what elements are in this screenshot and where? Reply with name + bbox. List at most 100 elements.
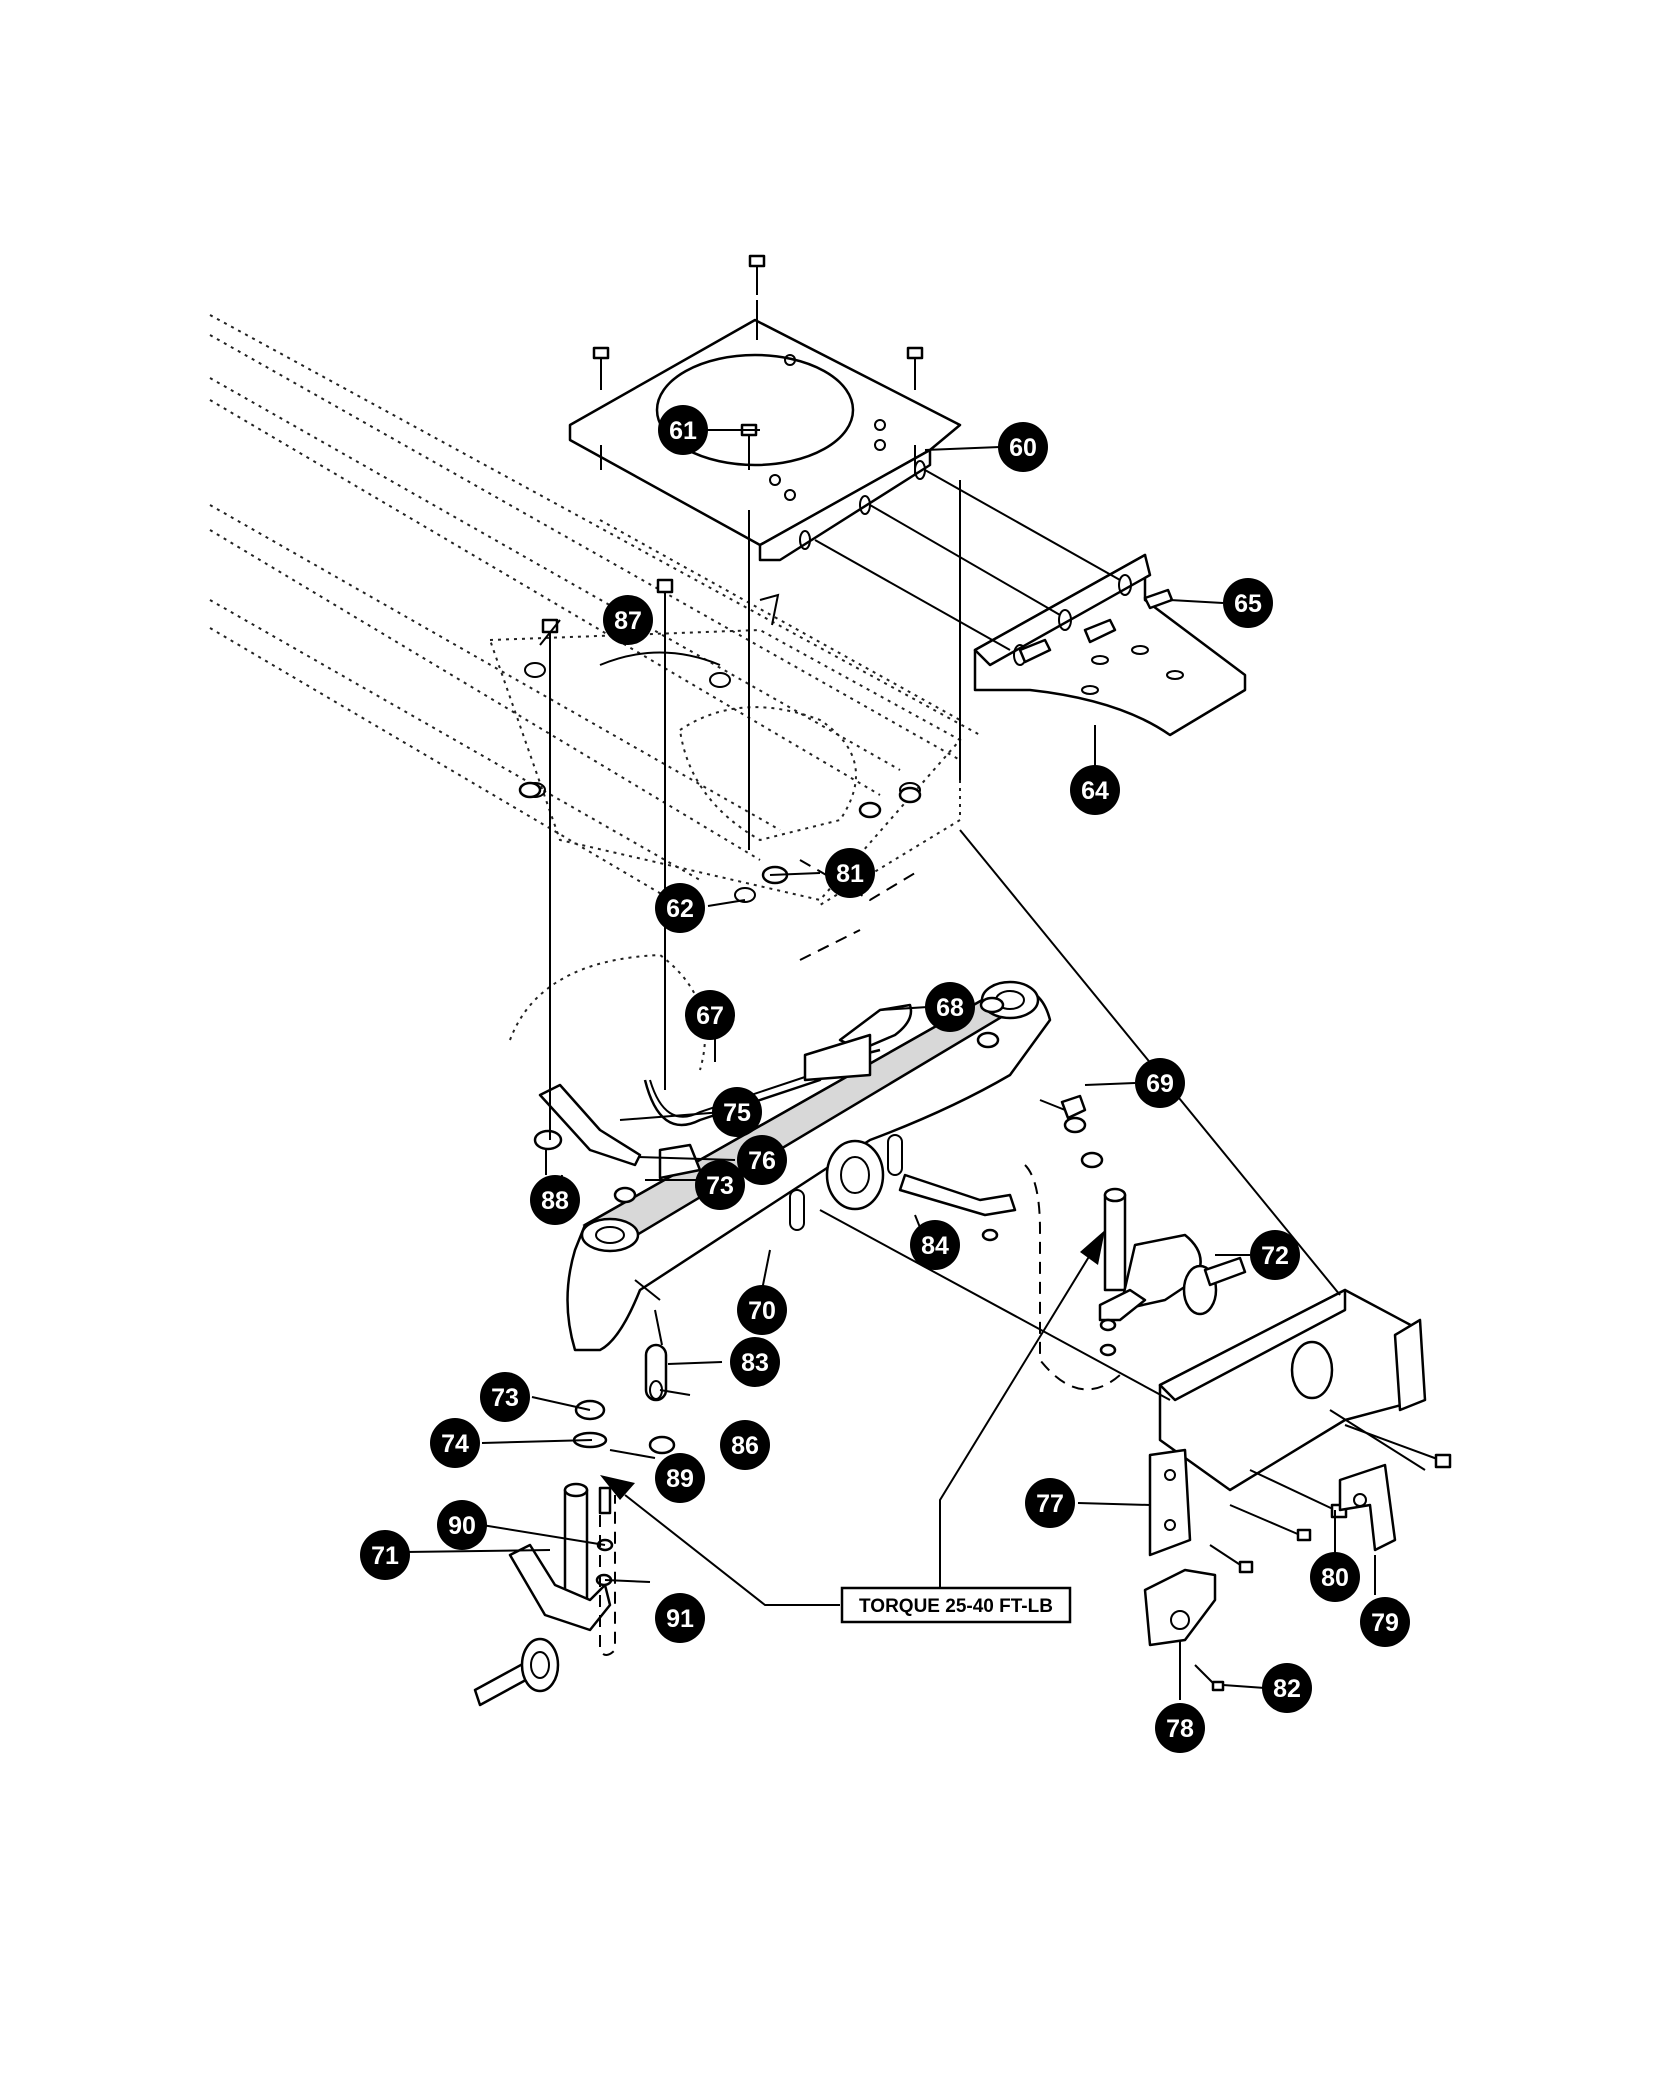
callout-78: 78 — [1155, 1703, 1205, 1753]
callout-73: 73 — [695, 1160, 745, 1210]
callout-bubble — [1223, 578, 1273, 628]
callout-number: 74 — [441, 1430, 469, 1458]
callout-bubble — [1360, 1597, 1410, 1647]
callout-67: 67 — [685, 990, 735, 1040]
tie-rods — [538, 1003, 1087, 1402]
callout-bubble — [430, 1418, 480, 1468]
callout-number: 88 — [541, 1187, 569, 1215]
callout-bubble — [1250, 1230, 1300, 1280]
callout-bubble — [1070, 765, 1120, 815]
callout-number: 73 — [706, 1172, 734, 1200]
tractor-frame-outline — [209, 314, 981, 1071]
callout-number: 75 — [723, 1099, 751, 1127]
callout-number: 62 — [666, 895, 694, 923]
callout-65: 65 — [1223, 578, 1273, 628]
callout-62: 62 — [655, 883, 705, 933]
callout-71: 71 — [360, 1530, 410, 1580]
callout-86: 86 — [720, 1420, 770, 1470]
callout-bubble — [658, 405, 708, 455]
callout-number: 69 — [1146, 1070, 1174, 1098]
callout-bubble — [695, 1160, 745, 1210]
callout-number: 70 — [748, 1297, 776, 1325]
callout-bubble — [1135, 1058, 1185, 1108]
callout-number: 68 — [936, 994, 964, 1022]
callout-87: 87 — [603, 595, 653, 645]
callout-68: 68 — [925, 982, 975, 1032]
callout-bubble — [730, 1337, 780, 1387]
callout-89: 89 — [655, 1453, 705, 1503]
callout-75: 75 — [712, 1087, 762, 1137]
callout-bubble — [685, 990, 735, 1040]
callout-number: 83 — [741, 1349, 769, 1377]
callout-88: 88 — [530, 1175, 580, 1225]
callout-bubble — [480, 1372, 530, 1422]
callout-number: 71 — [371, 1542, 399, 1570]
callout-72: 72 — [1250, 1230, 1300, 1280]
callout-number: 64 — [1081, 777, 1109, 805]
callout-number: 73 — [491, 1384, 519, 1412]
torque-label-box — [840, 1586, 1072, 1624]
callout-77: 77 — [1025, 1478, 1075, 1528]
callout-79: 79 — [1360, 1597, 1410, 1647]
callout-64: 64 — [1070, 765, 1120, 815]
callout-bubble — [655, 883, 705, 933]
callout-bubble — [1025, 1478, 1075, 1528]
callout-83: 83 — [730, 1337, 780, 1387]
callout-bubble — [910, 1220, 960, 1270]
leader-lines — [404, 429, 1376, 1700]
small-hardware — [518, 578, 1117, 1587]
callout-bubble — [737, 1285, 787, 1335]
callout-bubble — [655, 1453, 705, 1503]
callout-91: 91 — [655, 1593, 705, 1643]
callout-70: 70 — [737, 1285, 787, 1335]
callout-number: 90 — [448, 1512, 476, 1540]
callout-number: 82 — [1273, 1675, 1301, 1703]
callout-number: 76 — [748, 1147, 776, 1175]
torque-annotation: TORQUE 25-40 FT-LB — [600, 1230, 1105, 1624]
plate-bolts — [592, 254, 924, 850]
torque-label: TORQUE 25-40 FT-LB — [859, 1596, 1053, 1617]
left-spindle — [473, 1482, 612, 1707]
callout-bubble — [1310, 1552, 1360, 1602]
callout-bubble — [998, 422, 1048, 472]
callout-81: 81 — [825, 848, 875, 898]
callout-number: 72 — [1261, 1242, 1289, 1270]
lower-bracket — [1143, 1568, 1225, 1692]
callout-layer: 60 61 62 64 65 67 68 69 70 71 72 73 73 74 75 76 77 78 79 80… — [360, 405, 1410, 1753]
callout-bubble — [925, 982, 975, 1032]
callout-bubble — [825, 848, 875, 898]
callout-bubble — [1262, 1663, 1312, 1713]
callout-80: 80 — [1310, 1552, 1360, 1602]
callout-bubble — [360, 1530, 410, 1580]
callout-76: 76 — [737, 1135, 787, 1185]
callout-bubble — [737, 1135, 787, 1185]
front-bracket-bolts — [1209, 1424, 1452, 1574]
callout-bubble — [655, 1593, 705, 1643]
front-support-tube — [1148, 1288, 1427, 1557]
callout-90: 90 — [437, 1500, 487, 1550]
callout-number: 86 — [731, 1432, 759, 1460]
callout-82: 82 — [1262, 1663, 1312, 1713]
callout-number: 79 — [1371, 1609, 1399, 1637]
callout-84: 84 — [910, 1220, 960, 1270]
callout-number: 61 — [669, 417, 697, 445]
callout-73: 73 — [480, 1372, 530, 1422]
callout-bubble — [530, 1175, 580, 1225]
right-spindle — [1098, 1187, 1247, 1322]
callout-69: 69 — [1135, 1058, 1185, 1108]
callout-number: 81 — [836, 860, 864, 888]
callout-number: 67 — [696, 1002, 724, 1030]
callout-bubble — [1155, 1703, 1205, 1753]
callout-bubble — [720, 1420, 770, 1470]
front-bracket — [814, 469, 1247, 737]
callout-61: 61 — [658, 405, 708, 455]
callout-number: 87 — [614, 607, 642, 635]
callout-number: 65 — [1234, 590, 1262, 618]
callout-number: 91 — [666, 1605, 694, 1633]
callout-number: 60 — [1009, 434, 1037, 462]
callout-number: 84 — [921, 1232, 949, 1260]
callout-bubble — [437, 1500, 487, 1550]
callout-number: 78 — [1166, 1715, 1194, 1743]
callout-number: 80 — [1321, 1564, 1349, 1592]
